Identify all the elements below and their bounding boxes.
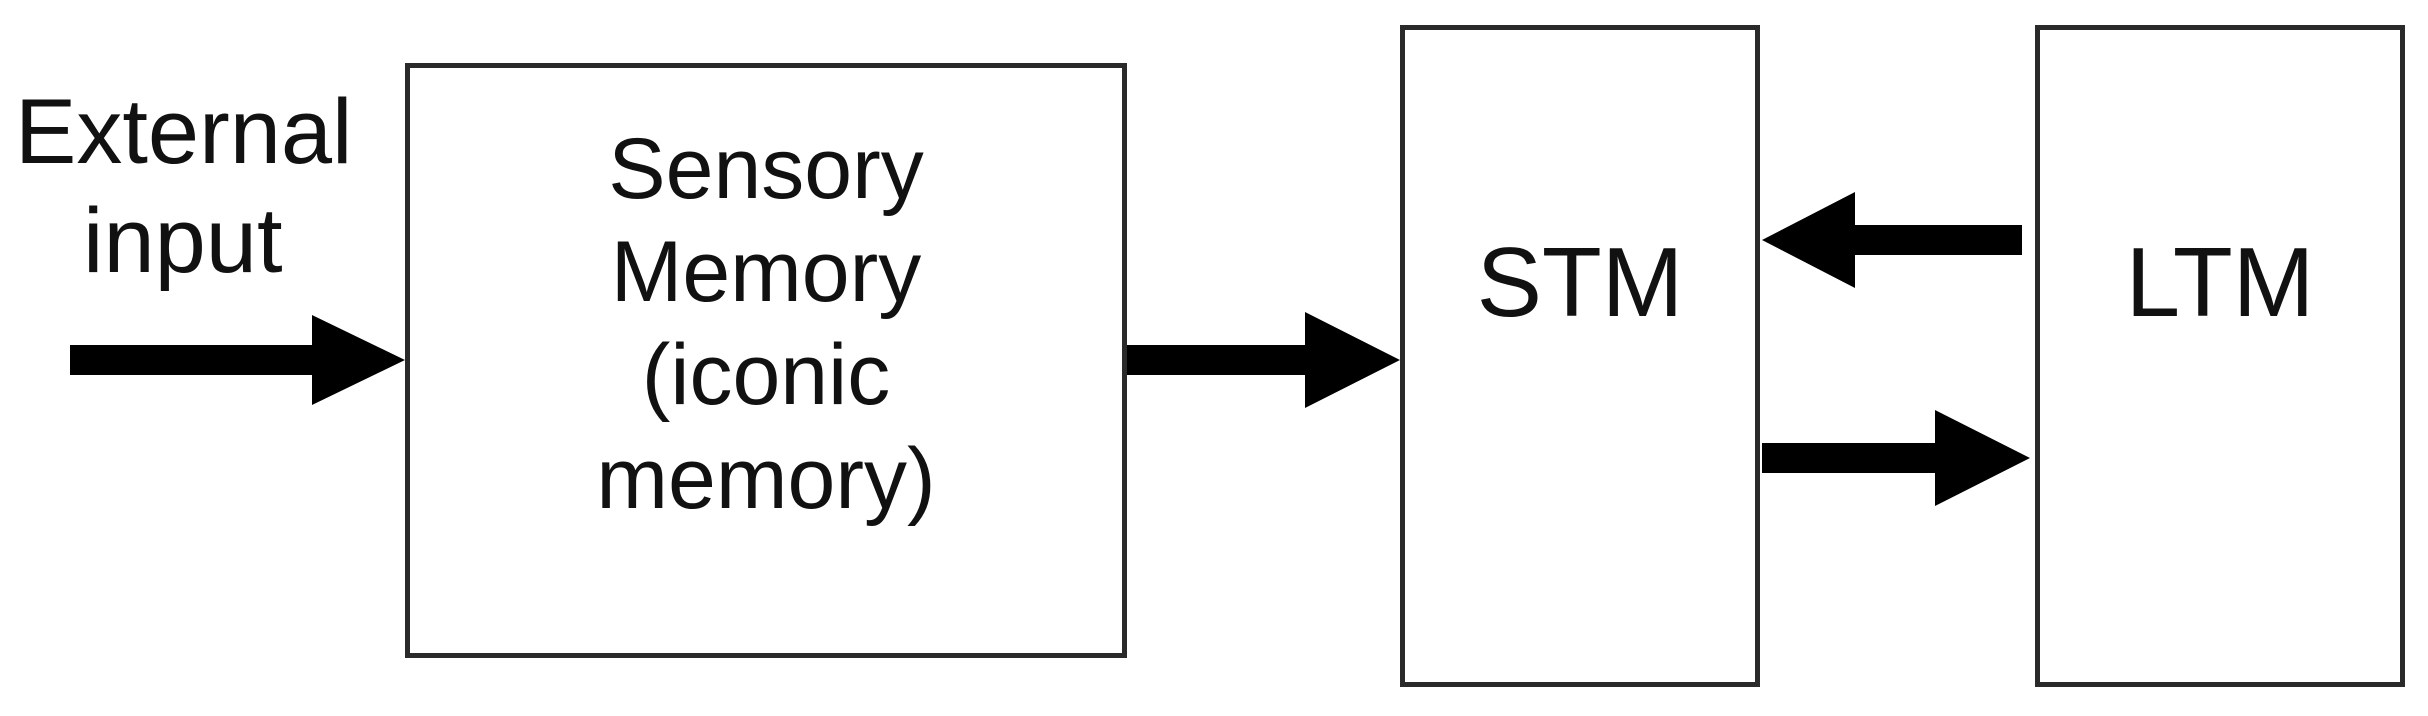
external-input-line2: input	[83, 189, 283, 292]
sensory-memory-line4: memory)	[596, 430, 936, 527]
ltm-label: LTM	[2125, 227, 2315, 337]
sensory-memory-box	[405, 63, 1127, 658]
external-input-label: External input	[15, 78, 395, 295]
arrow-stm-to-ltm	[1762, 410, 2030, 506]
arrow-external-to-sensory	[70, 315, 405, 405]
ltm-box	[2035, 25, 2405, 687]
arrow-sensory-to-stm	[1127, 312, 1400, 408]
stm-box	[1400, 25, 1760, 687]
sensory-memory-line2: Memory	[610, 224, 922, 321]
sensory-memory-line3: (iconic	[641, 327, 891, 424]
arrow-ltm-to-stm	[1762, 192, 2022, 288]
external-input-line1: External	[15, 81, 353, 183]
sensory-memory-label: Sensory Memory (iconic memory)	[405, 118, 1127, 531]
sensory-memory-line1: Sensory	[608, 121, 924, 217]
stm-label: STM	[1476, 227, 1684, 337]
